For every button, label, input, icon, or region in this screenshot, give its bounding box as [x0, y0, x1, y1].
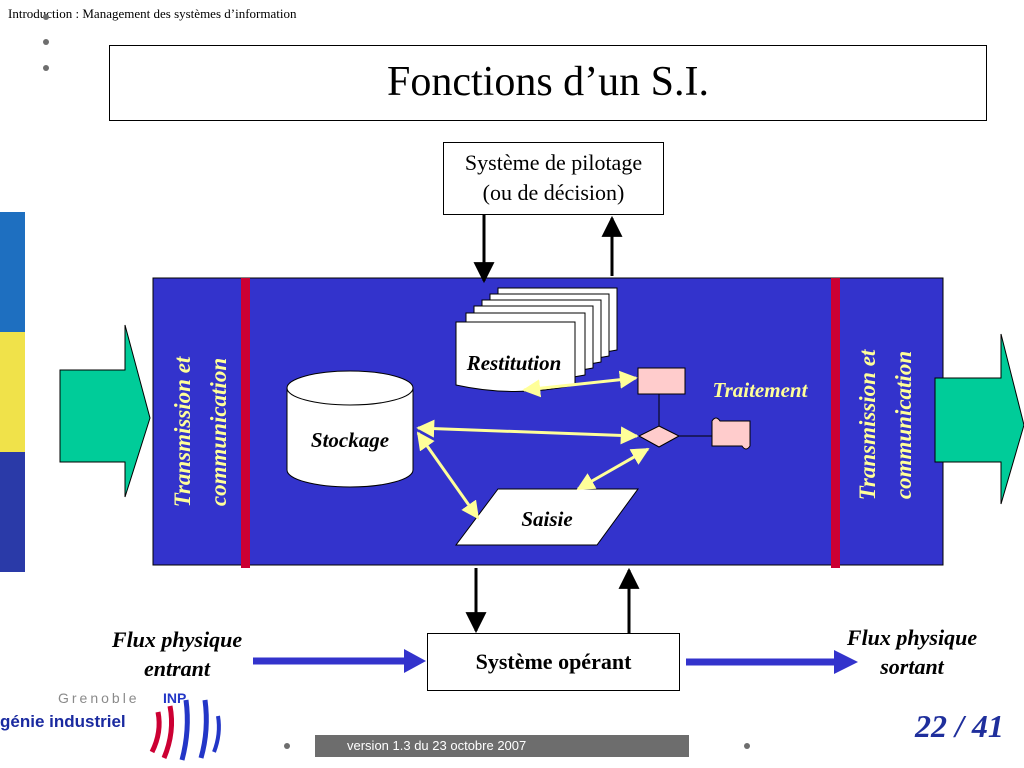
sidebar-stripe-yellow — [0, 332, 25, 452]
traitement-process-box — [637, 367, 686, 395]
logo-grenoble-text: Grenoble — [58, 690, 140, 706]
logo-genie-industriel-text: génie industriel — [0, 712, 126, 731]
footer-bullet-dot — [284, 743, 290, 749]
sidebar-stripe-blue — [0, 212, 25, 332]
bullet-dot — [43, 65, 49, 71]
right-transmission-label-line2: communication — [891, 351, 916, 499]
page-number: 22 / 41 — [915, 708, 1004, 744]
pilotage-system-box: Système de pilotage (ou de décision) — [443, 142, 664, 215]
right-transmission-label-line1: Transmission et — [855, 349, 880, 500]
input-green-arrow — [59, 324, 151, 498]
pilotage-label-line1: Système de pilotage — [464, 150, 643, 175]
traitement-decision-diamond — [637, 425, 681, 448]
link-restitution-traitement — [522, 370, 638, 398]
link-stockage-traitement — [416, 419, 639, 445]
flux-sortant-label: Flux physique sortant — [826, 623, 998, 681]
footer-version-bar: version 1.3 du 23 octobre 2007 — [315, 735, 689, 757]
flux-entrant-arrow-head — [404, 649, 426, 673]
stockage-label: Stockage — [311, 428, 389, 452]
left-transmission-label-line1: Transmission et — [170, 356, 195, 507]
bullet-dot — [43, 14, 49, 20]
link-saisie-traitement — [576, 447, 650, 491]
stockage-database-cylinder — [286, 370, 414, 488]
right-red-band — [831, 278, 840, 568]
flux-entrant-label: Flux physique entrant — [92, 625, 262, 683]
output-green-arrow — [934, 333, 1024, 505]
operant-system-box: Système opérant — [427, 633, 680, 691]
saisie-label: Saisie — [521, 507, 572, 531]
gi-logo-bars — [149, 699, 221, 761]
flux-entrant-line1: Flux physique — [111, 627, 243, 652]
slide-title: Fonctions d’un S.I. — [386, 59, 709, 105]
left-transmission-label-line2: communication — [206, 358, 231, 506]
traitement-label: Traitement — [713, 378, 809, 402]
slide-title-box: Fonctions d’un S.I. — [109, 45, 987, 121]
course-header: Introduction : Management des systèmes d… — [8, 6, 297, 21]
version-text: version 1.3 du 23 octobre 2007 — [347, 738, 527, 753]
restitution-label: Restitution — [466, 351, 562, 375]
left-red-band — [241, 278, 250, 568]
flux-sortant-arrow-head — [834, 650, 858, 674]
bullet-dot — [43, 39, 49, 45]
flux-entrant-line2: entrant — [143, 656, 211, 681]
logo-inp-text: INP — [163, 690, 187, 706]
link-stockage-saisie — [416, 431, 480, 520]
footer-bullet-dot — [744, 743, 750, 749]
pilotage-label-line2: (ou de décision) — [482, 180, 625, 205]
flux-sortant-line2: sortant — [880, 654, 944, 679]
operant-label: Système opérant — [475, 649, 632, 674]
sidebar-stripe-navy — [0, 452, 25, 572]
traitement-output-document — [711, 417, 751, 450]
flux-sortant-line1: Flux physique — [846, 625, 978, 650]
